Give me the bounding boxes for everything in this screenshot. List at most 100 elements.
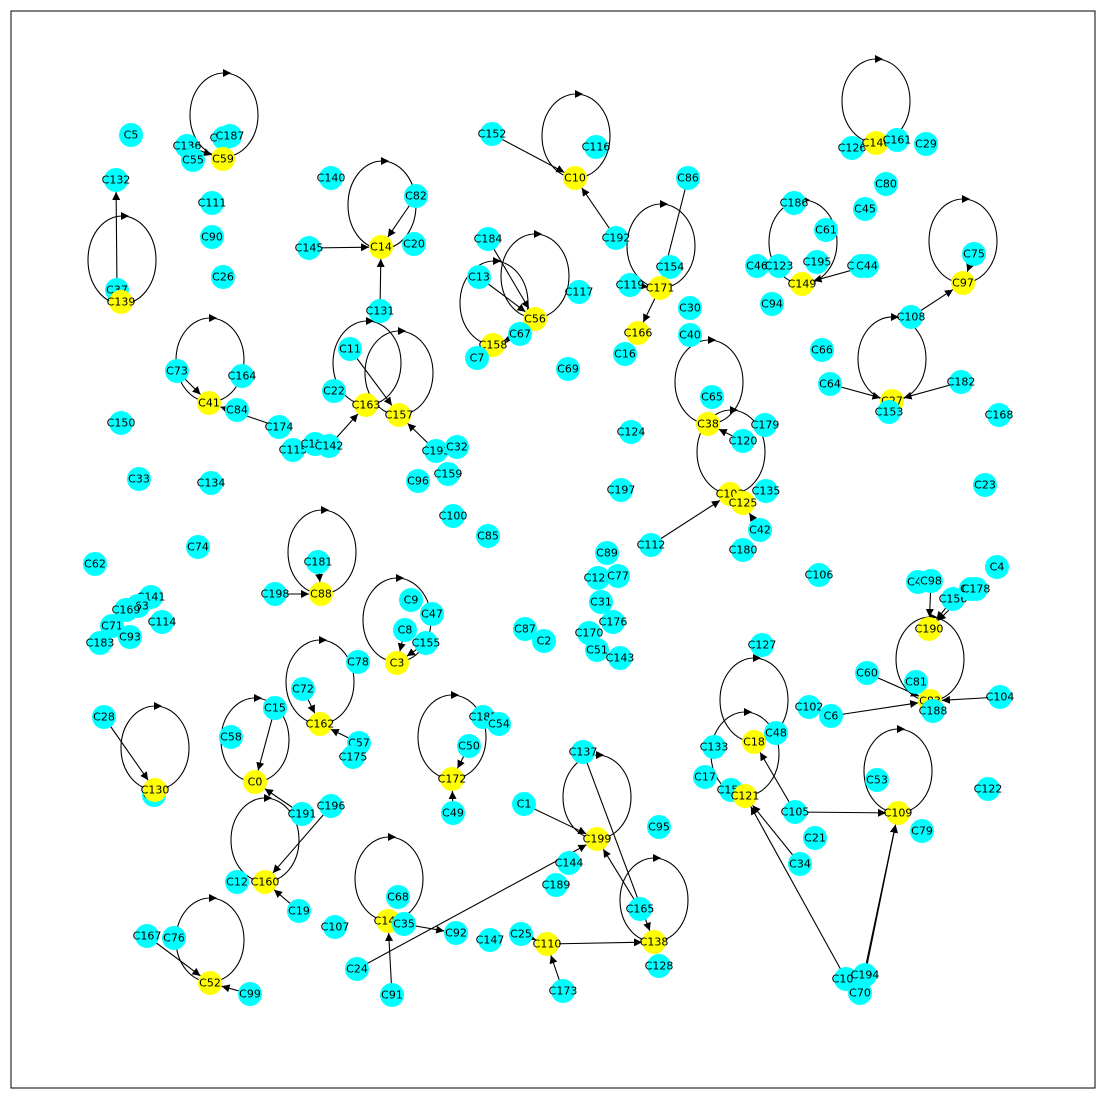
node-circle <box>628 897 652 921</box>
node-c56b: C56 <box>523 307 547 331</box>
node-c87: C87 <box>513 617 537 641</box>
self-loop-arrowhead <box>451 691 459 699</box>
node-circle <box>818 372 842 396</box>
node-c30: C30 <box>678 296 702 320</box>
node-c134: C134 <box>197 471 225 495</box>
self-loop-arrowhead <box>493 257 501 265</box>
node-circle <box>127 467 151 491</box>
node-circle <box>700 385 724 409</box>
node-circle <box>225 398 249 422</box>
node-label: C124 <box>617 426 646 439</box>
node-label: C29 <box>915 138 937 151</box>
self-loop-arrowhead <box>254 694 262 702</box>
node-c121: C121 <box>731 784 759 808</box>
node-c144: C144 <box>555 851 584 875</box>
node-c106: C106 <box>805 563 833 587</box>
self-loop-c52 <box>175 897 245 983</box>
node-c67: C67 <box>508 322 532 346</box>
node-circle <box>211 147 235 171</box>
self-loop-arrowhead <box>396 574 404 582</box>
node-c60: C60 <box>855 661 879 685</box>
node-label: C162 <box>306 718 335 731</box>
node-c161: C161 <box>883 128 911 152</box>
node-circle <box>476 524 500 548</box>
node-label: C184 <box>474 233 503 246</box>
node-c48: C48 <box>764 721 788 745</box>
node-c74: C74 <box>186 535 210 559</box>
node-label: C33 <box>128 473 150 486</box>
node-c146: C146 <box>862 131 890 155</box>
self-loop-arrowhead <box>319 636 327 644</box>
node-label: C73 <box>166 365 188 378</box>
node-c34: C34 <box>788 852 812 876</box>
edge-c24-c199 <box>356 844 587 970</box>
node-circle <box>287 899 311 923</box>
node-label: C0 <box>248 776 263 789</box>
node-circle <box>848 981 872 1005</box>
node-label: C67 <box>509 328 531 341</box>
node-label: C56 <box>524 313 546 326</box>
node-c4: C4 <box>985 555 1009 579</box>
node-circle <box>338 337 362 361</box>
node-c96: C96 <box>406 469 430 493</box>
node-c49: C49 <box>441 801 465 825</box>
self-loop-arrowhead <box>381 157 389 165</box>
edge-c196-c160 <box>272 805 332 874</box>
node-circle <box>211 265 235 289</box>
node-circle <box>481 333 505 357</box>
node-label: C142 <box>315 440 344 453</box>
node-label: C188 <box>919 705 948 718</box>
node-circle <box>118 625 142 649</box>
node-circle <box>604 226 628 250</box>
node-c2: C2 <box>532 629 556 653</box>
node-label: C192 <box>602 232 631 245</box>
node-circle <box>297 236 321 260</box>
node-label: C189 <box>542 879 571 892</box>
node-circle <box>109 411 133 435</box>
node-label: C49 <box>442 807 464 820</box>
node-label: C79 <box>911 825 933 838</box>
node-label: C173 <box>549 985 578 998</box>
node-c180: C180 <box>729 538 757 562</box>
node-circle <box>402 232 426 256</box>
self-loop-arrowhead <box>121 212 129 220</box>
node-c178: C178 <box>962 577 990 601</box>
node-circle <box>309 582 333 606</box>
node-label: C75 <box>963 248 985 261</box>
node-label: C117 <box>565 286 594 299</box>
node-circle <box>693 765 717 789</box>
node-circle <box>639 533 663 557</box>
node-circle <box>181 148 205 172</box>
node-label: C17 <box>694 771 716 784</box>
node-circle <box>441 504 465 528</box>
self-loop-arrowhead <box>223 69 231 77</box>
node-circle <box>291 677 315 701</box>
node-label: C91 <box>381 989 403 1002</box>
node-label: C108 <box>897 311 926 324</box>
node-c184: C184 <box>474 227 503 251</box>
node-label: C11 <box>339 343 361 356</box>
node-label: C131 <box>366 305 395 318</box>
node-c189: C189 <box>542 873 571 897</box>
node-circle <box>904 670 928 694</box>
node-circle <box>731 491 755 515</box>
node-circle <box>92 705 116 729</box>
node-label: C68 <box>387 891 409 904</box>
node-circle <box>731 429 755 453</box>
node-label: C144 <box>555 857 584 870</box>
node-circle <box>551 979 575 1003</box>
node-circle <box>648 276 672 300</box>
node-c172: C172 <box>438 767 466 791</box>
node-c174: C174 <box>265 415 293 439</box>
edge-c112-c103 <box>650 500 721 546</box>
node-label: C7 <box>470 352 485 365</box>
node-circle <box>263 696 287 720</box>
node-c54: C54 <box>487 712 511 736</box>
node-c191: C191 <box>288 802 316 826</box>
node-label: C22 <box>323 385 345 398</box>
node-c107: C107 <box>321 915 349 939</box>
node-circle <box>899 305 923 329</box>
node-label: C196 <box>317 800 346 813</box>
node-label: C54 <box>488 718 510 731</box>
